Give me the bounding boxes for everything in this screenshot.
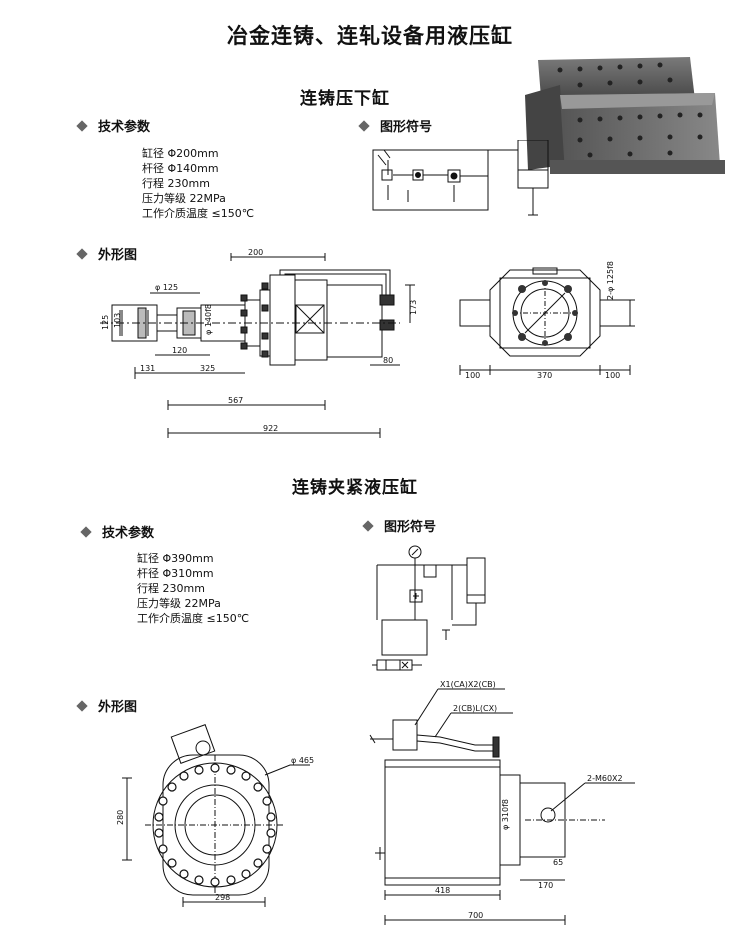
spec-stroke: 行程 230mm: [137, 582, 205, 595]
section2-outline-heading: 外形图: [76, 696, 137, 715]
section2-title: 连铸夹紧液压缸: [292, 478, 418, 498]
section1-spec-list: 缸径 Φ200mm 杆径 Φ140mm 行程 230mm 压力等级 22MPa …: [142, 146, 254, 221]
spec-rod: 杆径 Φ310mm: [137, 567, 214, 580]
dim-phi-310: φ 310f8: [501, 799, 510, 830]
dim-173: 173: [409, 300, 418, 315]
dim-x1-x2: X1(CA)X2(CB): [440, 680, 496, 689]
dim-100-right: 100: [605, 371, 620, 380]
dim-phi-125: φ 125: [155, 283, 178, 292]
spec-stroke: 行程 230mm: [142, 177, 210, 190]
section1-outline-heading: 外形图: [76, 244, 137, 263]
diamond-bullet-icon: [362, 520, 374, 532]
section1-side-view-drawing: 200 φ 125 125 103 φ 140f8 173 120 131 32…: [100, 248, 418, 438]
dim-370: 370: [537, 371, 552, 380]
spec-bore: 缸径 Φ200mm: [142, 147, 219, 160]
cylinder-photo: [525, 57, 725, 174]
dim-2cb-lcx: 2(CB)L(CX): [453, 704, 497, 713]
diamond-bullet-icon: [76, 700, 88, 712]
section1-title: 连铸压下缸: [300, 89, 390, 109]
dim-700: 700: [468, 911, 483, 920]
dim-170: 170: [538, 881, 553, 890]
dim-325: 325: [200, 364, 215, 373]
section1-symbol-heading: 图形符号: [358, 116, 432, 135]
dim-922: 922: [263, 424, 278, 433]
spec-temperature: 工作介质温度 ≤150℃: [137, 612, 250, 625]
section2-tech-params-heading: 技术参数: [80, 522, 154, 541]
section1-end-view-drawing: 100 370 100 2-φ 125f8: [459, 261, 635, 380]
dim-holes-125f8: 2-φ 125f8: [606, 261, 615, 300]
spec-rod: 杆径 Φ140mm: [142, 162, 219, 175]
dim-120: 120: [172, 346, 187, 355]
dim-phi-140: φ 140f8: [204, 304, 213, 335]
section1-hydraulic-symbol: [372, 140, 549, 216]
dim-m60x2: 2-M60X2: [587, 774, 623, 783]
dim-100-left: 100: [465, 371, 480, 380]
dim-131: 131: [140, 364, 155, 373]
dim-65: 65: [553, 858, 563, 867]
diamond-bullet-icon: [80, 526, 92, 538]
dim-567: 567: [228, 396, 243, 405]
section2-side-view-drawing: X1(CA)X2(CB) 2(CB)L(CX) φ 310f8 2-M60X2 …: [369, 680, 635, 925]
dim-phi-465: φ 465: [291, 756, 314, 765]
dim-80: 80: [383, 356, 393, 365]
diamond-bullet-icon: [358, 120, 370, 132]
section2-spec-list: 缸径 Φ390mm 杆径 Φ310mm 行程 230mm 压力等级 22MPa …: [137, 551, 249, 626]
diamond-bullet-icon: [76, 120, 88, 132]
dim-418: 418: [435, 886, 450, 895]
spec-pressure: 压力等级 22MPa: [137, 597, 221, 610]
dim-103: 103: [113, 313, 122, 328]
section1-tech-params-heading: 技术参数: [76, 116, 150, 135]
dim-280: 280: [116, 810, 125, 825]
section2-symbol-heading: 图形符号: [362, 516, 436, 535]
page-title: 冶金连铸、连轧设备用液压缸: [227, 23, 513, 48]
section2-hydraulic-symbol: [372, 545, 486, 671]
section2-front-view-drawing: φ 465 280 298: [116, 724, 314, 907]
spec-bore: 缸径 Φ390mm: [137, 552, 214, 565]
spec-pressure: 压力等级 22MPa: [142, 192, 226, 205]
dim-298: 298: [215, 893, 230, 902]
dim-200: 200: [248, 248, 263, 257]
diamond-bullet-icon: [76, 248, 88, 260]
dim-125: 125: [101, 315, 110, 330]
spec-temperature: 工作介质温度 ≤150℃: [142, 207, 255, 220]
